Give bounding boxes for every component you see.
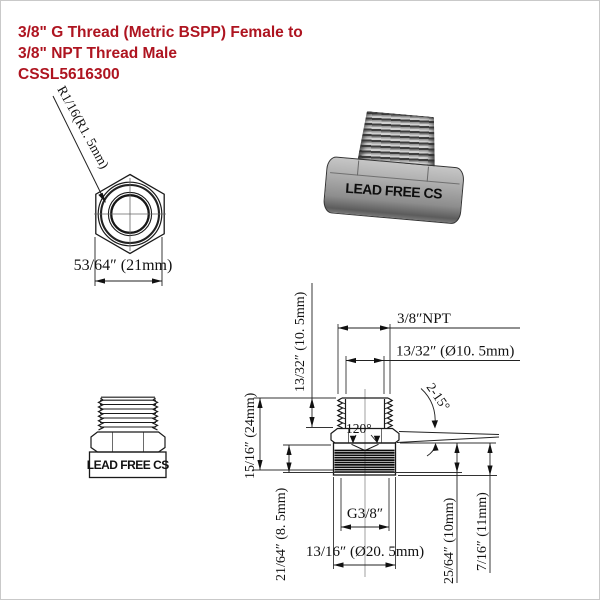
- centerlines: [94, 178, 166, 251]
- photo-hex-edge: [356, 160, 360, 176]
- product-photo: LEAD FREE CS: [321, 105, 475, 225]
- thread-engage-label: 21/64″ (8. 5mm): [274, 487, 289, 581]
- countersink-callout: [349, 434, 381, 444]
- npt-label: 3/8″NPT: [397, 311, 451, 327]
- hex-outline: [95, 173, 165, 255]
- photo-hex-edge: [426, 166, 429, 182]
- across-flats-dimension: [94, 237, 163, 286]
- side-thread: [97, 396, 159, 431]
- side-hex-facets: [112, 432, 144, 452]
- female-thread-body: [332, 442, 397, 476]
- npt-length-label: 13/32″ (10. 5mm): [293, 291, 308, 392]
- photo-hex-base: LEAD FREE CS: [322, 155, 466, 225]
- side-view-drawing: LEAD FREE CS: [87, 396, 170, 479]
- female-thread-ridges: [334, 449, 395, 473]
- npt-thread: [336, 397, 394, 429]
- total-length-label: 15/16″ (24mm): [243, 392, 258, 479]
- npt-thread-ticks: [337, 400, 393, 425]
- side-hex-band: [90, 431, 166, 453]
- countersink-angle-label: 120°: [346, 421, 372, 436]
- front-view: R1/16(R1. 5mm) 53/64″ (21mm): [52, 83, 173, 286]
- extension-lines: [252, 324, 497, 569]
- radius-leader: [52, 95, 106, 203]
- title-line-1: 3/8" G Thread (Metric BSPP) Female to: [18, 24, 303, 41]
- part-number: CSSL5616300: [18, 66, 120, 83]
- dimension-lines: [257, 283, 520, 583]
- npt-minor-dia-label: 13/32″ (Ø10. 5mm): [396, 344, 514, 360]
- section-hex-facets: [348, 429, 382, 443]
- title-line-2: 3/8" NPT Thread Male: [18, 45, 177, 62]
- side-body: [88, 451, 167, 479]
- section-view: 3/8″NPT 13/32″ (Ø10. 5mm) 13/32″ (10. 5m…: [243, 283, 520, 584]
- side-band-label: LEAD FREE CS: [87, 458, 170, 472]
- taper-callout: [396, 388, 500, 457]
- g-thread-label: G3/8″: [347, 506, 383, 522]
- across-flats-label: 53/64″ (21mm): [74, 257, 173, 274]
- lower-height-label: 7/16″ (11mm): [475, 492, 490, 571]
- outer-dia-label: 13/16″ (Ø20. 5mm): [306, 544, 424, 560]
- title-block: 3/8" G Thread (Metric BSPP) Female to 3/…: [18, 22, 303, 85]
- thread-depth-label: 25/64″ (10mm): [442, 497, 457, 584]
- section-hex: [330, 427, 400, 444]
